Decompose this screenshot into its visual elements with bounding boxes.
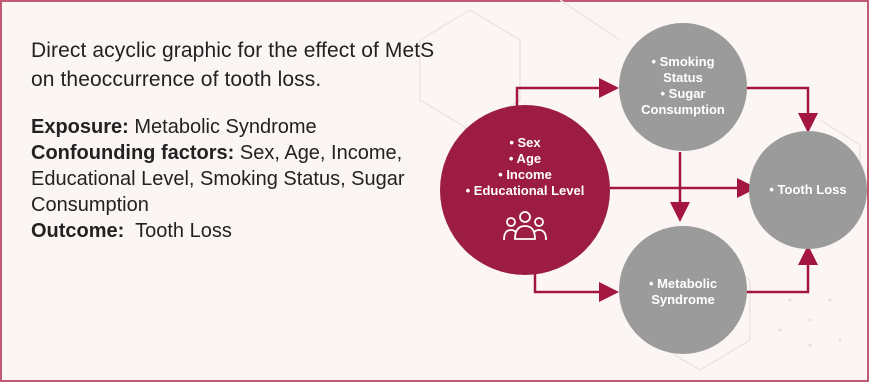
confounders-node — [440, 105, 610, 275]
confounding-value: Sex, Age, Income, Educational Level, Smo… — [31, 142, 405, 216]
metabolic-line-2: Syndrome — [651, 292, 715, 307]
confounder-sex: • Sex — [509, 135, 541, 150]
confounder-age: • Age — [508, 151, 542, 166]
mediator-line-4: Consumption — [641, 102, 725, 117]
exposure-label: Exposure: — [31, 116, 129, 138]
diagram-description: Direct acyclic graphic for the effect of… — [31, 39, 435, 91]
outcome-line: Outcome: Tooth Loss — [31, 218, 451, 244]
people-group-icon — [503, 211, 547, 241]
variable-list: Exposure: Metabolic Syndrome Confounding… — [31, 114, 451, 244]
metabolic-node — [619, 226, 747, 354]
tooth-loss-label: • Tooth Loss — [749, 182, 867, 198]
exposure-value: Metabolic Syndrome — [134, 116, 317, 138]
confounders-label: • Sex • Age • Income • Educational Level — [440, 135, 610, 199]
arrow-metabolic-to-tooth-loss — [746, 245, 818, 294]
mediator-line-1: • Smoking — [651, 54, 715, 69]
exposure-line: Exposure: Metabolic Syndrome — [31, 114, 451, 140]
mediator-line-2: Status — [663, 70, 703, 85]
metabolic-line-1: • Metabolic — [648, 276, 718, 291]
mediator-line-3: • Sugar — [660, 86, 706, 101]
metabolic-label: • Metabolic Syndrome — [623, 276, 743, 308]
outcome-value: Tooth Loss — [135, 220, 232, 242]
confounder-education: • Educational Level — [465, 183, 585, 198]
outcome-label: Outcome: — [31, 220, 125, 242]
mediators-node — [619, 23, 747, 151]
confounder-income: • Income — [498, 167, 552, 182]
mediators-label: • Smoking Status • Sugar Consumption — [623, 54, 743, 118]
text-panel: Direct acyclic graphic for the effect of… — [31, 36, 451, 244]
tooth-loss-text: • Tooth Loss — [769, 182, 847, 197]
confounding-line: Confounding factors: Sex, Age, Income, E… — [31, 140, 451, 218]
confounding-label: Confounding factors: — [31, 142, 235, 164]
arrow-mediators-to-tooth-loss — [746, 86, 818, 133]
tooth-loss-node — [749, 131, 867, 249]
